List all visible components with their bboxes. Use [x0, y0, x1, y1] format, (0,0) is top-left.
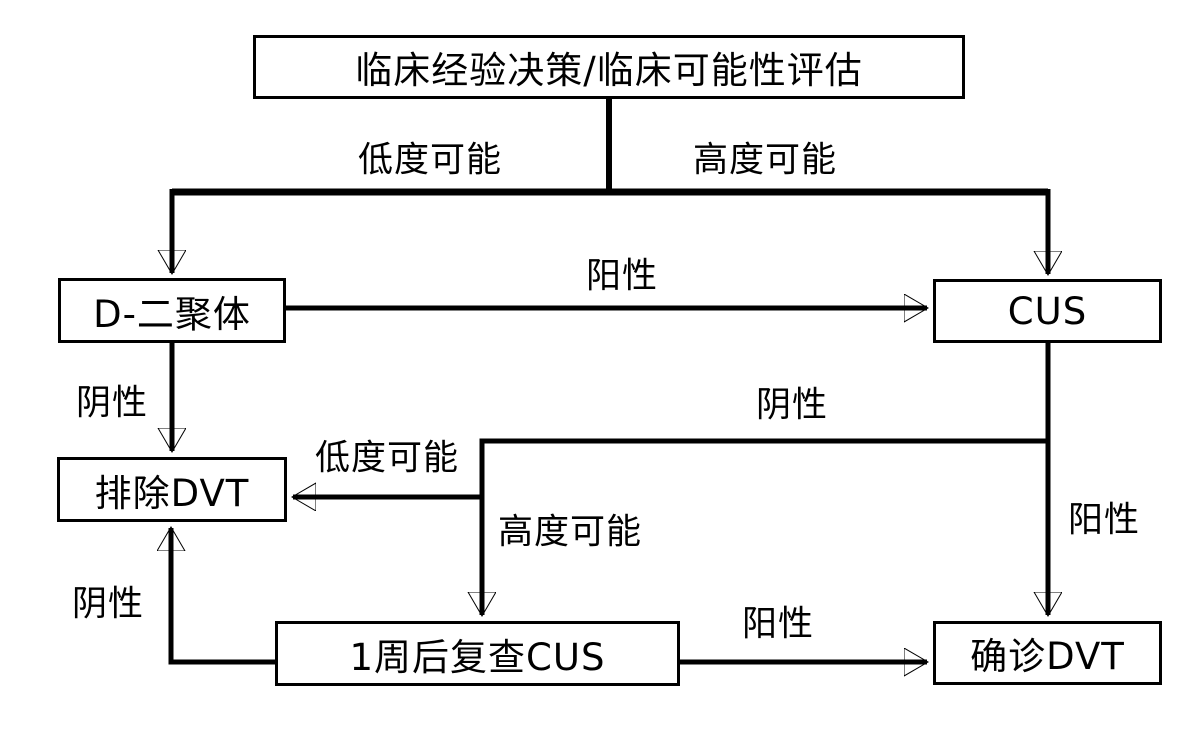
node-d-dimer: D-二聚体 — [58, 278, 286, 343]
node-exclude-dvt: 排除DVT — [57, 457, 287, 522]
edge-label-ddimer-positive: 阳性 — [585, 256, 659, 297]
edge-label-recheck-negative: 阴性 — [71, 584, 145, 625]
edge-label-top-low-probability: 低度可能 — [357, 140, 503, 181]
arrow-cus-negative-to-recheck — [482, 438, 1048, 615]
node-cus: CUS — [933, 279, 1162, 343]
edge-label-recheck-positive: 阳性 — [741, 604, 815, 645]
arrow-recheck-to-exclude — [171, 528, 275, 665]
edge-label-top-high-probability: 高度可能 — [692, 140, 838, 181]
node-clinical-assessment: 临床经验决策/临床可能性评估 — [253, 35, 965, 99]
edge-label-cus-positive: 阳性 — [1067, 500, 1141, 541]
edge-label-branch-high-probability: 高度可能 — [497, 512, 643, 553]
edge-label-cus-negative: 阴性 — [755, 385, 829, 426]
edge-label-ddimer-negative: 阴性 — [75, 383, 149, 424]
node-recheck-cus-1-week: 1周后复查CUS — [275, 621, 680, 686]
node-confirm-dvt: 确诊DVT — [933, 621, 1162, 685]
edge-label-branch-low-probability: 低度可能 — [314, 438, 460, 479]
